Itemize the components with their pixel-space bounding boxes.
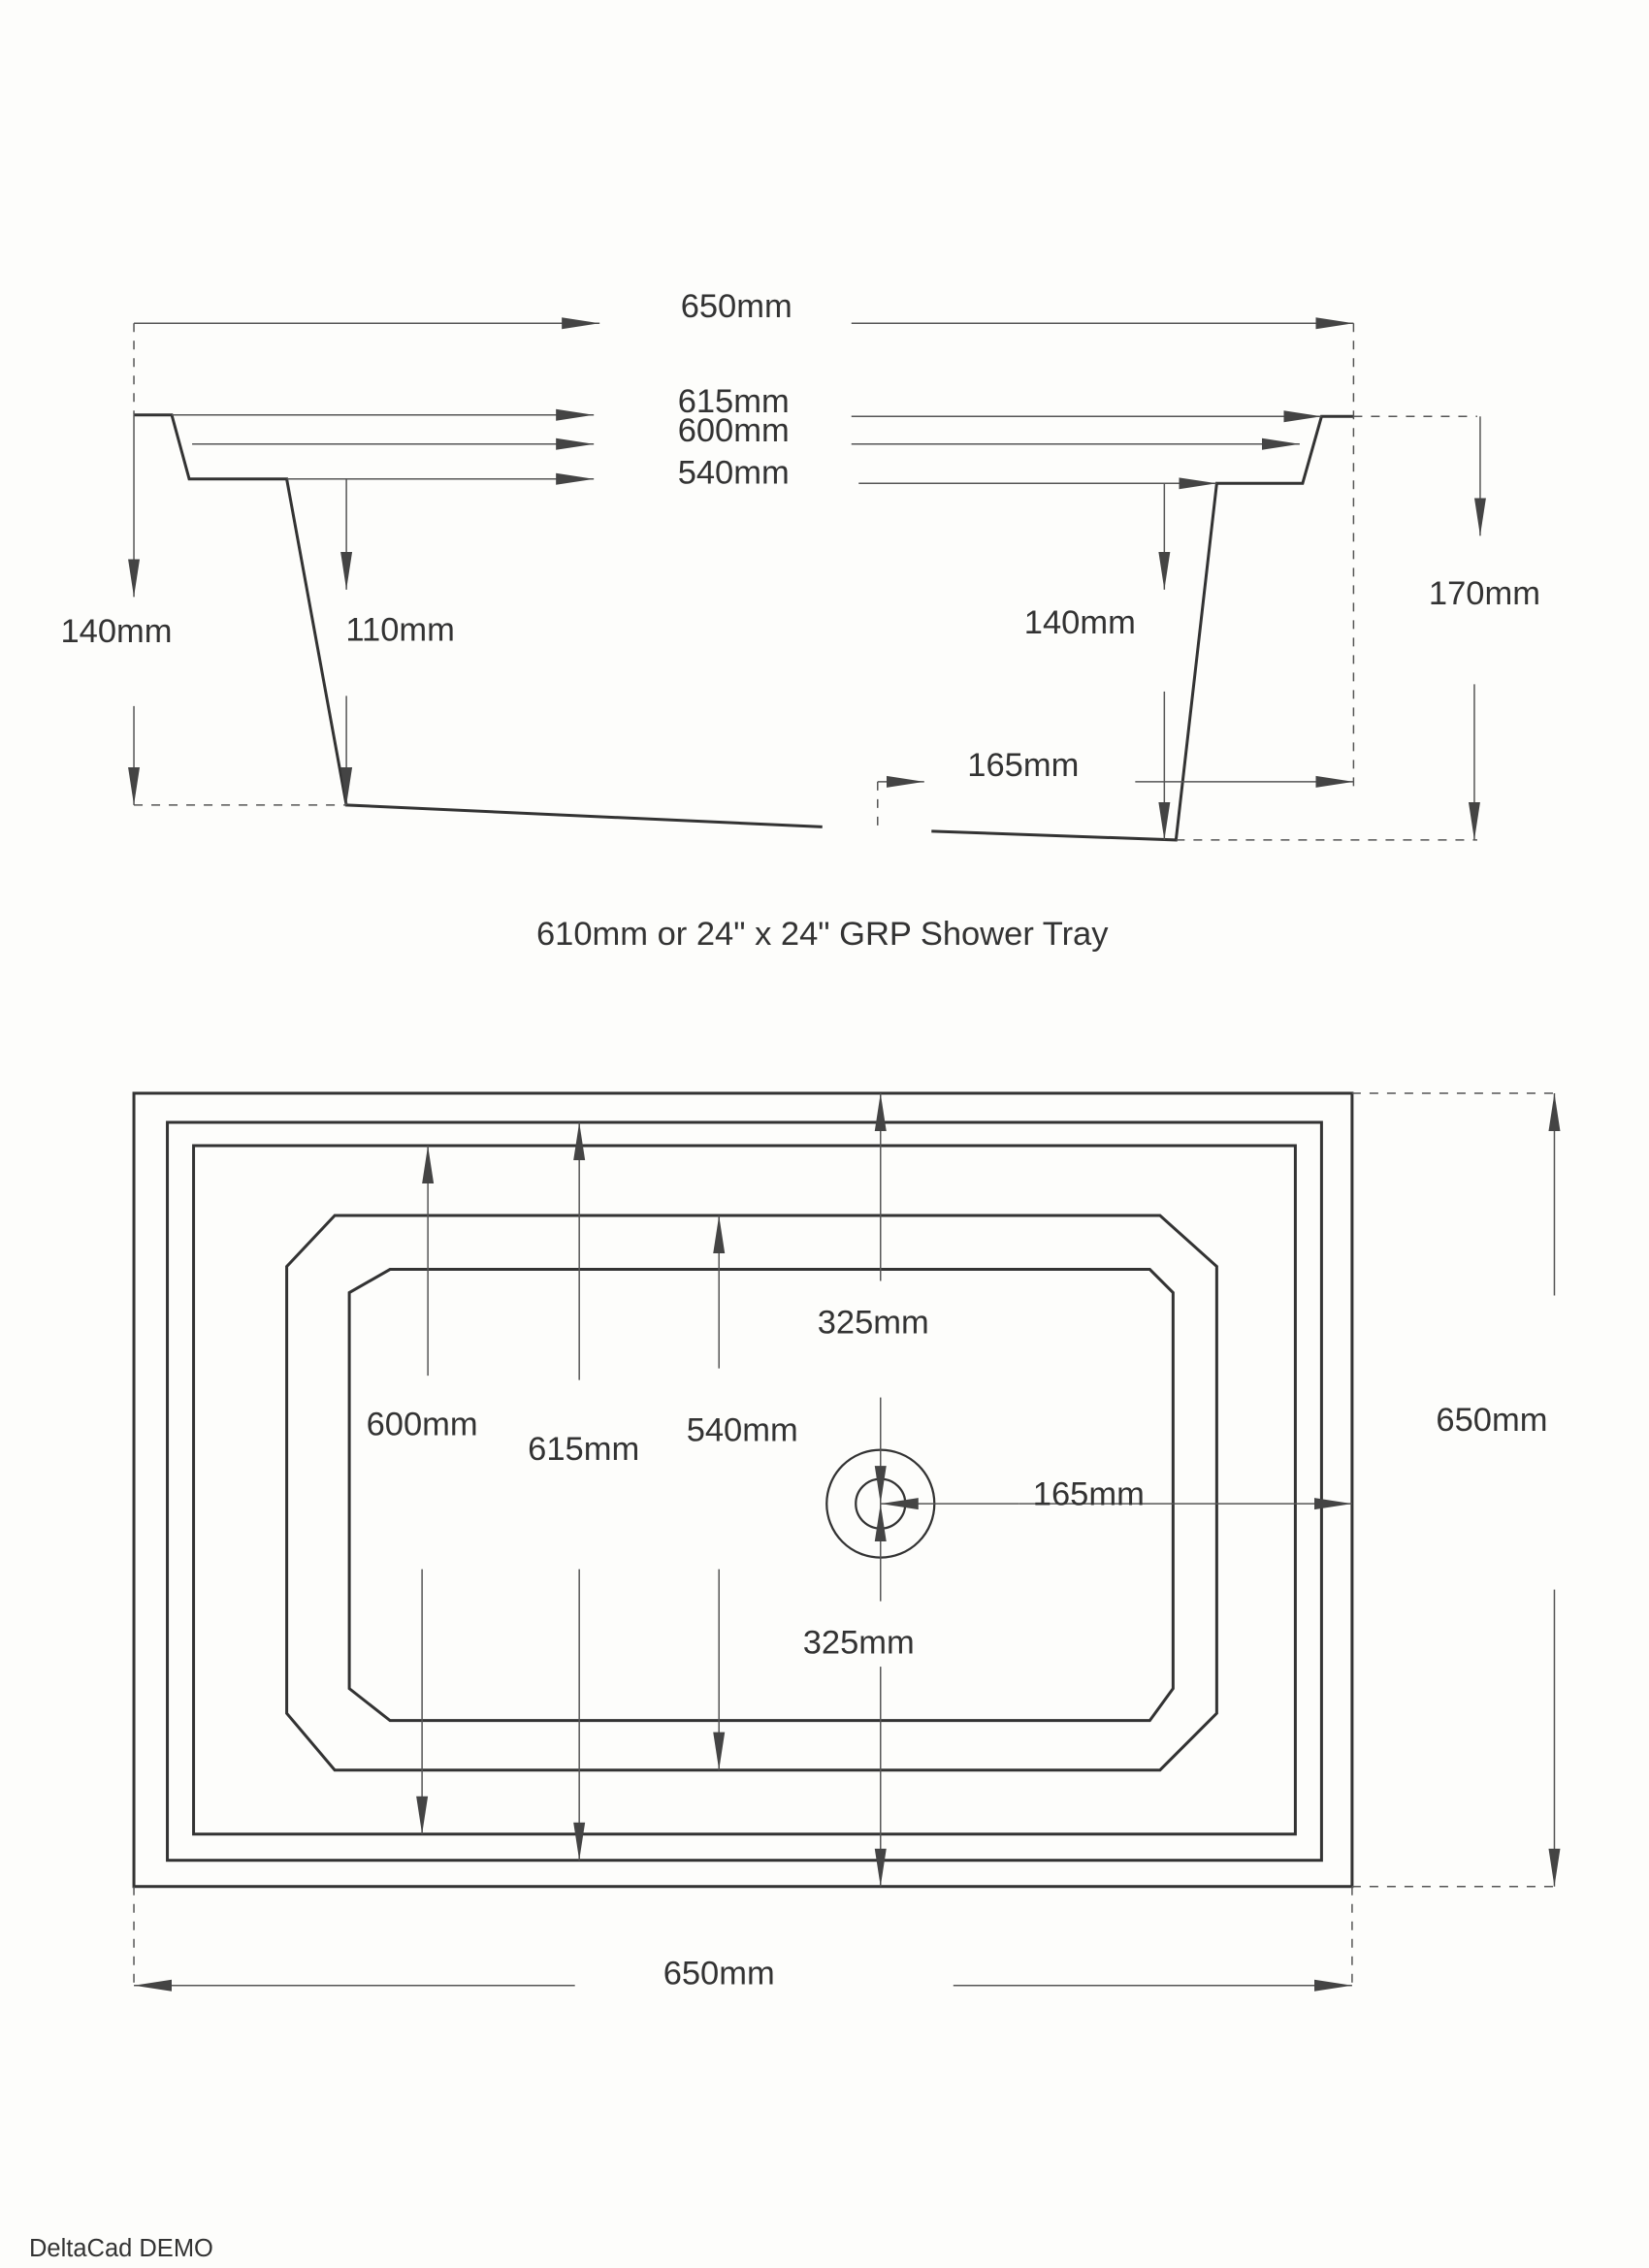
plan-extension-lines — [133, 1092, 1555, 1986]
dim-waste-offset: 165mm — [967, 747, 1079, 784]
dim-waste-to-side: 165mm — [1033, 1476, 1145, 1513]
watermark: DeltaCad DEMO — [29, 2235, 213, 2262]
tray-outer-edge — [132, 1091, 1354, 1889]
dim-plan-overall-height: 650mm — [1436, 1402, 1547, 1439]
dim-waste-to-bottom: 325mm — [803, 1625, 915, 1662]
tray-profile-right — [931, 414, 1354, 842]
plan-view: 600mm 615mm 540mm 325mm 325mm 165mm 650m… — [132, 1091, 1561, 1992]
dim-left-height: 140mm — [61, 613, 173, 650]
tray-profile-left — [134, 413, 823, 828]
tray-base-outer — [285, 1214, 1218, 1772]
dim-inner-depth: 110mm — [345, 611, 454, 648]
dim-overall-width: 650mm — [681, 288, 792, 325]
tray-inner-rim — [192, 1144, 1297, 1836]
dim-plan-overall-width: 650mm — [663, 1955, 775, 1992]
dim-right-depth: 140mm — [1024, 604, 1136, 641]
tray-base-inner — [347, 1268, 1175, 1723]
drawing-title: 610mm or 24" x 24" GRP Shower Tray — [536, 916, 1109, 953]
dimension-lines — [128, 317, 1486, 840]
dim-plan-rim: 615mm — [528, 1431, 639, 1468]
extension-lines — [133, 323, 1477, 841]
dim-plan-inner-rim: 600mm — [367, 1407, 478, 1443]
dim-base-width: 540mm — [678, 454, 790, 491]
elevation-view: 650mm 615mm 600mm 540mm 140mm 110mm 140m… — [61, 288, 1540, 842]
plan-dimension-lines — [134, 1092, 1561, 1992]
dim-total-height: 170mm — [1429, 575, 1540, 612]
dim-plan-base: 540mm — [687, 1412, 798, 1449]
dim-waste-to-top: 325mm — [818, 1305, 929, 1342]
tray-rim — [166, 1120, 1323, 1863]
dim-rim-width: 615mm — [678, 383, 790, 420]
dim-inner-rim-width: 600mm — [678, 412, 790, 449]
